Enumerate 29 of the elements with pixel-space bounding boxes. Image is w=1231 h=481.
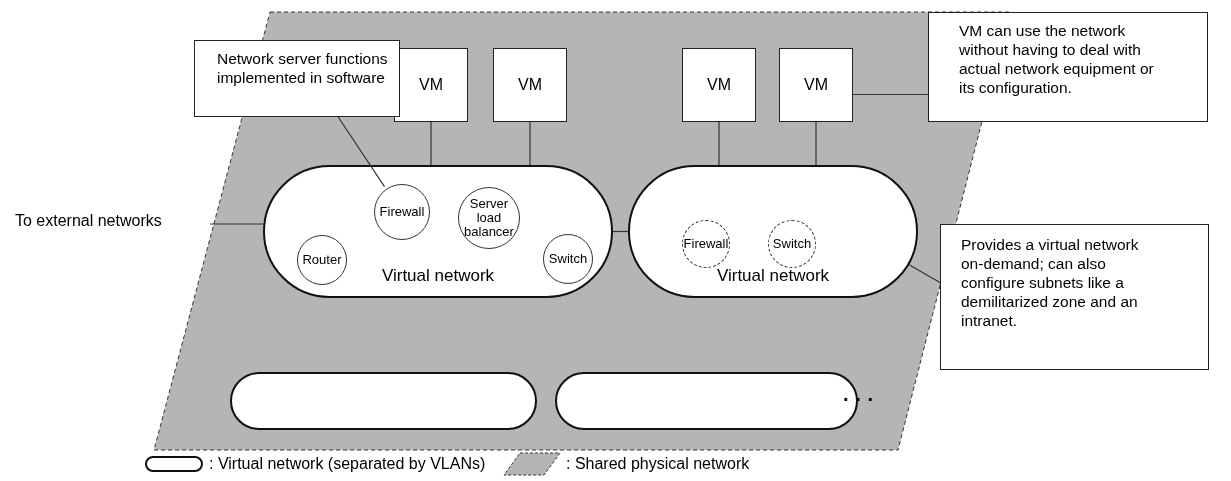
text-label: To external networks (15, 212, 210, 236)
network-title: Virtual network (715, 266, 831, 286)
vm-box: VM (779, 48, 853, 122)
function-circle: Switch (543, 234, 593, 284)
virtual-network-pill (555, 372, 858, 430)
function-circle: Router (297, 235, 347, 285)
callout-tooltip: Provides a virtual network on-demand; can also configure subnets like a demilitarized zone and an intranet. (940, 224, 1209, 370)
connector-line (815, 121, 817, 166)
connector-line (529, 121, 531, 166)
connector-line (718, 121, 720, 166)
vm-box: VM (394, 48, 468, 122)
ellipsis-text: · · · (843, 388, 875, 411)
function-circle: Switch (768, 220, 816, 268)
connector-line (612, 230, 629, 233)
callout-tooltip: VM can use the network without having to deal with actual network equipment or its configuration. (928, 12, 1208, 122)
connector-line (430, 121, 432, 166)
vm-box: VM (682, 48, 756, 122)
virtual-network-pill (230, 372, 537, 430)
function-circle: Server load balancer (458, 187, 520, 249)
vm-box: VM (493, 48, 567, 122)
network-title: Virtual network (380, 266, 496, 286)
connector-line (209, 223, 264, 225)
leader-line (337, 116, 386, 188)
leader-line (908, 264, 941, 283)
leader-line (852, 93, 929, 96)
function-circle: Firewall (374, 184, 430, 240)
legend-text: : Virtual network (separated by VLANs) (209, 455, 486, 473)
function-circle: Firewall (682, 220, 730, 268)
legend-text: : Shared physical network (566, 455, 750, 473)
